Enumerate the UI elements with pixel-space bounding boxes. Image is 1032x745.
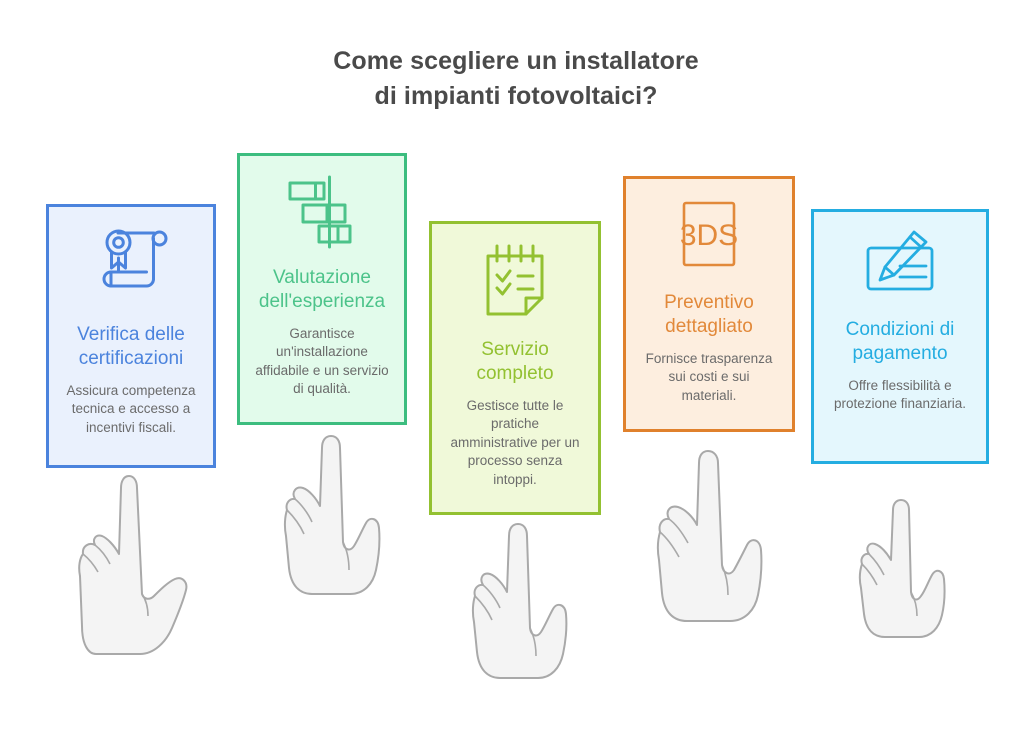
card-verifica-delle-certificazioni[interactable]: Verifica delle certificazioni Assicura c… — [46, 204, 216, 468]
checklist-notepad-icon — [486, 244, 544, 316]
card-description: Gestisce tutte le pratiche amministrativ… — [450, 397, 580, 487]
pointing-hand-icon — [471, 523, 568, 679]
3ds-box-icon: 3DS — [680, 201, 738, 267]
certificate-scroll-icon — [102, 229, 168, 288]
card-title: Servizio completo — [476, 339, 554, 384]
pointing-hand-icon — [656, 450, 763, 622]
pointing-hand-icon — [283, 435, 381, 595]
gantt-chart-icon — [288, 175, 352, 249]
cheque-pen-icon — [866, 230, 934, 291]
page-title-line-2: di impianti fotovoltaici? — [374, 81, 658, 110]
card-title: Valutazione dell'esperienza — [258, 267, 386, 312]
card-servizio-completo[interactable]: Servizio completo Gestisce tutte le prat… — [429, 221, 601, 515]
pointing-hand-icon — [858, 499, 946, 638]
card-title: Preventivo dettagliato — [664, 292, 754, 337]
card-condizioni-di-pagamento[interactable]: Condizioni di pagamento Offre flessibili… — [811, 209, 989, 464]
page-title-line-1: Come scegliere un installatore — [333, 47, 699, 75]
card-title: Condizioni di pagamento — [845, 319, 955, 364]
card-title: Verifica delle certificazioni — [77, 324, 185, 369]
card-icon-wrap — [59, 225, 203, 307]
card-preventivo-dettagliato[interactable]: 3DS Preventivo dettagliato Fornisce tras… — [623, 176, 795, 432]
card-icon-wrap: 3DS — [636, 197, 782, 275]
card-description: Offre flessibilità e protezione finanzia… — [833, 377, 967, 412]
card-description: Fornisce trasparenza sui costi e sui mat… — [645, 350, 773, 403]
card-valutazione-dell-esperienza[interactable]: Valutazione dell'esperienza Garantisce u… — [237, 153, 407, 425]
pointing-hand-icon — [78, 475, 188, 655]
page-title: Come scegliere un installatore di impian… — [0, 44, 1032, 113]
3ds-label: 3DS — [680, 219, 738, 252]
card-icon-wrap — [250, 174, 394, 250]
card-description: Garantisce un'installazione affidabile e… — [255, 325, 389, 397]
card-icon-wrap — [824, 230, 976, 302]
card-icon-wrap — [442, 242, 588, 322]
card-description: Assicura competenza tecnica e accesso a … — [66, 382, 196, 435]
